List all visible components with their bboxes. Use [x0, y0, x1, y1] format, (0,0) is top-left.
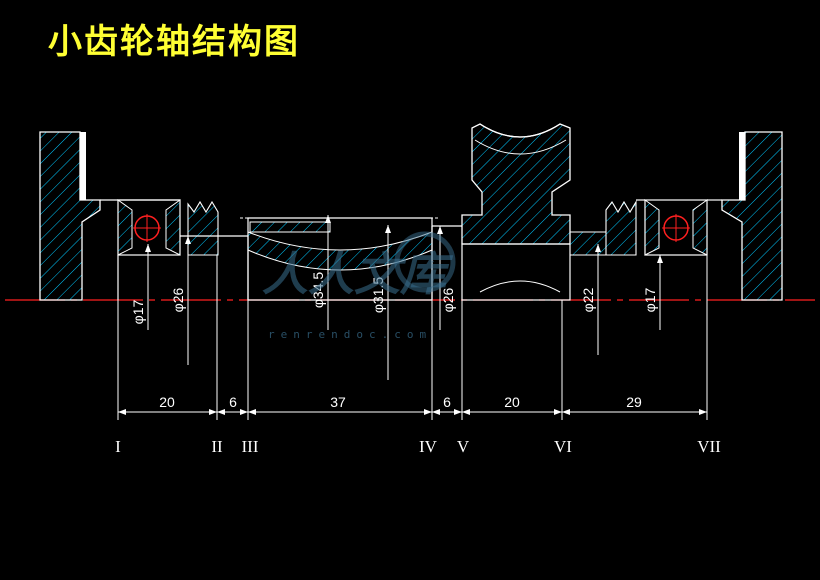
- diameter-label: φ26: [440, 287, 456, 312]
- watermark-url: renrendoc.com: [268, 328, 432, 341]
- left-seal: [187, 200, 219, 256]
- watermark: 人人文库 renrendoc.com: [262, 231, 456, 341]
- diameter-label: φ22: [580, 287, 596, 312]
- left-housing: [39, 131, 180, 301]
- section-label: I: [115, 437, 121, 456]
- length-label: 6: [443, 394, 451, 410]
- diameter-label: φ17: [130, 299, 146, 324]
- length-label: 37: [330, 394, 346, 410]
- section-label: VI: [554, 437, 572, 456]
- right-bearing: [636, 199, 708, 256]
- length-label: 29: [626, 394, 642, 410]
- length-label: 20: [504, 394, 520, 410]
- page-title: 小齿轮轴结构图: [48, 22, 300, 62]
- diameter-label: φ17: [642, 287, 658, 312]
- section-label: IV: [419, 437, 438, 456]
- length-label: 20: [159, 394, 175, 410]
- diameter-leaders: [147, 215, 661, 380]
- length-dimension-line: [118, 409, 707, 415]
- section-label: VII: [697, 437, 721, 456]
- right-seal: [569, 200, 637, 256]
- left-bearing: [117, 199, 181, 256]
- section-label: II: [211, 437, 223, 456]
- right-housing: [707, 131, 783, 301]
- length-label: 6: [229, 394, 237, 410]
- section-label: III: [242, 437, 259, 456]
- diameter-label: φ31.5: [370, 277, 386, 314]
- diameter-label: φ34.5: [310, 272, 326, 309]
- gear: [461, 123, 571, 301]
- watermark-text: 人人文库: [262, 247, 454, 301]
- section-label: V: [457, 437, 470, 456]
- diameter-label: φ26: [170, 287, 186, 312]
- extension-lines: [117, 255, 708, 420]
- diameter-arrows: [145, 215, 663, 263]
